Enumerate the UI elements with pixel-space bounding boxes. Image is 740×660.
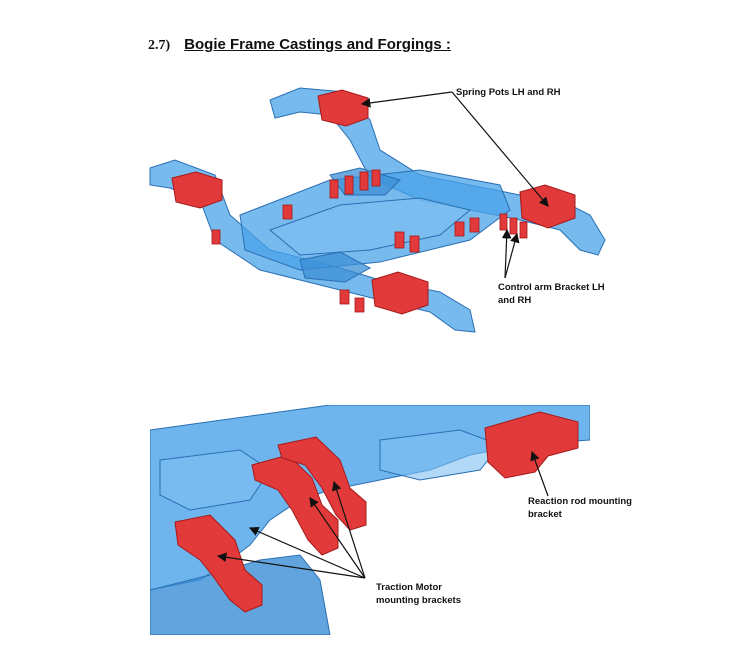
spring-pots-label: Spring Pots LH and RH [456,87,561,98]
spring-pot-rear-left [317,89,369,127]
control-arm-label-line2: and RH [498,295,531,306]
spring-pot-front-left [171,171,223,209]
bogie-frame-figure: Spring Pots LH and RH Control arm Bracke… [149,87,606,333]
spring-pot-front-right [371,271,429,315]
reaction-rod-label-line1: Reaction rod mounting [528,496,632,507]
traction-motor-brackets [174,436,367,613]
control-arm-label-line1: Control arm Bracket LH [498,282,605,293]
section-heading: 2.7) Bogie Frame Castings and Forgings : [148,36,451,54]
bracket-1 [174,514,263,613]
traction-motor-label-line2: mounting brackets [376,595,461,606]
reaction-rod-label-line2: bracket [528,509,563,520]
bracket-castings [211,169,528,313]
traction-motor-label-line1: Traction Motor [376,582,442,593]
section-title: Bogie Frame Castings and Forgings : [184,36,451,53]
reaction-rod-bracket [484,411,579,479]
section-number: 2.7) [148,38,171,53]
bracket-3 [277,436,367,531]
bracket-2 [251,454,339,556]
